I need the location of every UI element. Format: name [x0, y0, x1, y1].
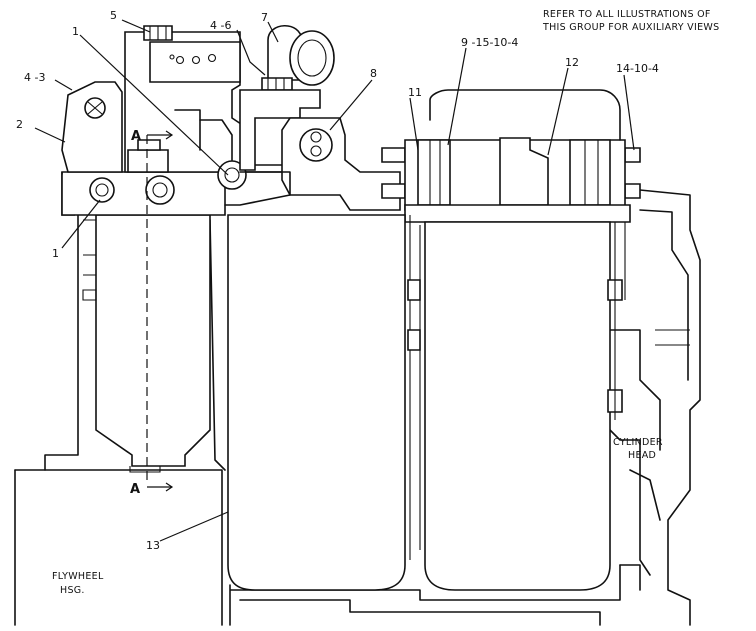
callout-2: 2: [16, 118, 23, 131]
callout-12: 12: [565, 56, 579, 69]
callout-labels: 5 1 4 -6 7 9 -15-10-4 12 14-10-4 4 -3 2 …: [16, 9, 659, 552]
callout-14: 14-10-4: [616, 62, 659, 75]
cylinder-head-label-1: CYLINDER: [613, 437, 663, 448]
section-a-top: A: [131, 129, 141, 144]
reference-note-line-1: REFER TO ALL ILLUSTRATIONS OF: [543, 9, 711, 20]
flywheel-label-2: HSG.: [60, 585, 85, 596]
callout-13: 13: [146, 539, 160, 552]
filter-base-left: [61, 81, 226, 216]
leader-lines: [34, 19, 635, 542]
callout-1-bottom: 1: [52, 247, 59, 260]
flywheel-housing: [14, 469, 223, 626]
callout-8: 8: [370, 67, 377, 80]
connector-fitting: [224, 117, 401, 211]
secondary-filter-head: [404, 89, 631, 223]
callout-11: 11: [408, 86, 422, 99]
cylinder-head-label-2: HEAD: [628, 450, 656, 461]
section-line-a: [146, 130, 174, 492]
fuel-filter-center: [227, 214, 421, 591]
flywheel-label-1: FLYWHEEL: [52, 571, 104, 582]
callout-4-3: 4 -3: [24, 71, 45, 84]
primary-fuel-filter: [82, 214, 211, 473]
reference-note-line-2: THIS GROUP FOR AUXILIARY VIEWS: [542, 22, 719, 33]
fuel-filter-right: [424, 221, 626, 591]
callout-1-top: 1: [72, 25, 79, 38]
engine-block-outline: [44, 189, 701, 626]
callout-5: 5: [110, 9, 117, 22]
flange-bolts: [381, 147, 641, 199]
callout-4-6: 4 -6: [210, 19, 231, 32]
callout-9: 9 -15-10-4: [461, 36, 518, 49]
callout-7: 7: [261, 11, 268, 24]
section-a-bottom: A: [130, 482, 140, 497]
